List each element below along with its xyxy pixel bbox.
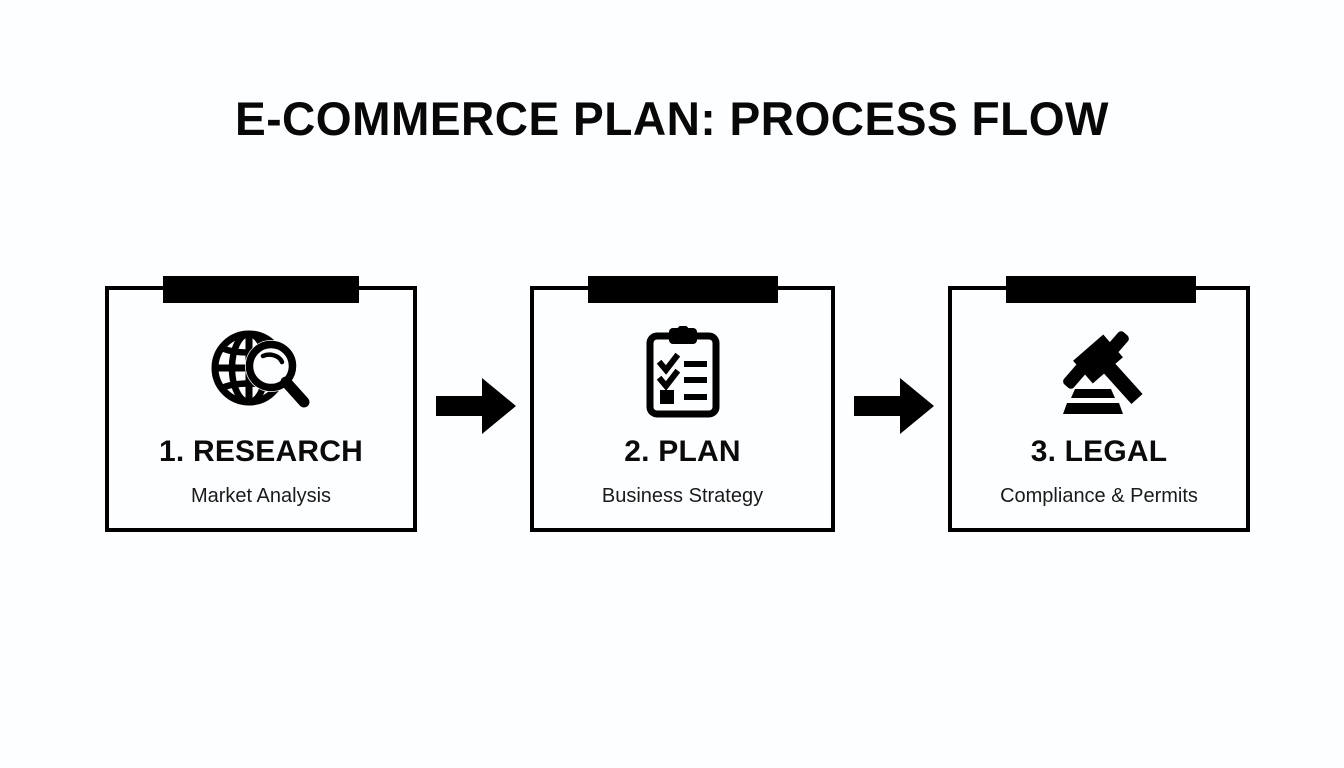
flow-step-subtitle: Compliance & Permits [1000,485,1198,507]
card-tab-bar [1006,276,1196,303]
card-tab-bar [588,276,778,303]
page-title: E-COMMERCE PLAN: PROCESS FLOW [234,92,1109,145]
arrow-right-icon [854,378,934,434]
flow-step-heading: 3. LEGAL [1030,435,1168,468]
flow-step-heading: 1. RESEARCH [159,435,363,468]
globe-search-icon [109,326,413,418]
card-tab-bar [163,276,359,303]
flow-step-subtitle: Market Analysis [190,485,332,507]
process-flow-row: 1. RESEARCH Market Analysis [105,276,1250,536]
gavel-icon [952,326,1246,418]
flow-step-card-2[interactable]: 2. PLAN Business Strategy [530,276,835,532]
flow-step-card-1[interactable]: 1. RESEARCH Market Analysis [105,276,417,532]
flow-step-heading: 2. PLAN [624,435,741,468]
flow-step-card-3[interactable]: 3. LEGAL Compliance & Permits [948,276,1250,532]
flow-step-subtitle: Business Strategy [601,485,764,507]
clipboard-checklist-icon [534,326,831,418]
arrow-right-icon [436,378,516,434]
